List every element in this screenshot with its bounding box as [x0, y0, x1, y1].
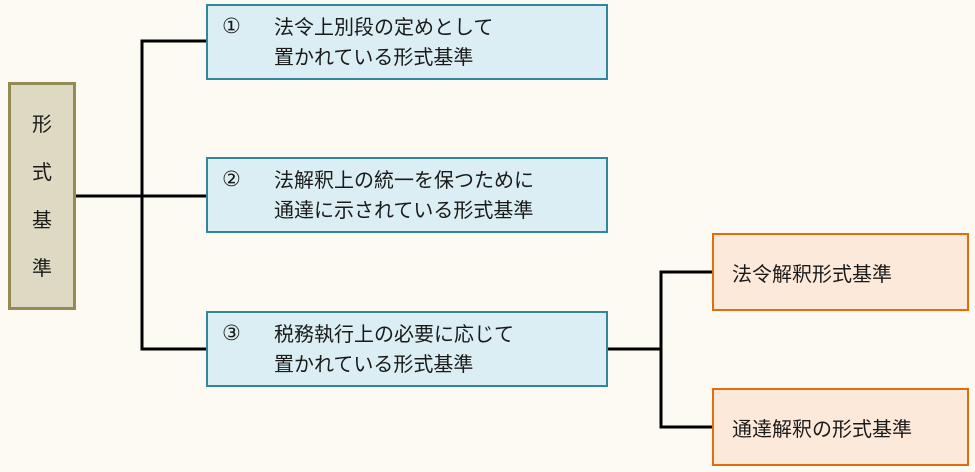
- root-char: 式: [32, 160, 52, 184]
- root-node-formal-standard: 形 式 基 準: [8, 82, 76, 310]
- category-number: ②: [222, 167, 241, 191]
- category-number: ①: [222, 14, 241, 38]
- category-number: ③: [222, 321, 241, 345]
- root-char: 準: [32, 256, 52, 280]
- category-text: 法解釈上の統一を保つために 通達に示されている形式基準: [274, 165, 534, 225]
- category-line-1: 法令上別段の定めとして: [274, 15, 494, 39]
- subcategory-node-2: 通達解釈の形式基準: [712, 388, 969, 466]
- subcategory-label: 法令解釈形式基準: [732, 261, 892, 286]
- root-char: 形: [32, 112, 52, 136]
- category-node-3: ③ 税務執行上の必要に応じて 置かれている形式基準: [206, 311, 608, 387]
- category-line-1: 法解釈上の統一を保つために: [274, 168, 534, 192]
- category-node-1: ① 法令上別段の定めとして 置かれている形式基準: [206, 4, 608, 80]
- category-text: 法令上別段の定めとして 置かれている形式基準: [274, 12, 493, 72]
- subcategory-node-1: 法令解釈形式基準: [712, 233, 969, 311]
- category-line-2: 置かれている形式基準: [274, 352, 474, 376]
- category-line-1: 税務執行上の必要に応じて: [274, 322, 514, 346]
- category-node-2: ② 法解釈上の統一を保つために 通達に示されている形式基準: [206, 157, 608, 233]
- category-line-2: 置かれている形式基準: [274, 45, 474, 69]
- category-text: 税務執行上の必要に応じて 置かれている形式基準: [274, 319, 514, 379]
- root-char: 基: [32, 208, 52, 232]
- category-line-2: 通達に示されている形式基準: [274, 198, 534, 222]
- subcategory-label: 通達解釈の形式基準: [732, 416, 912, 441]
